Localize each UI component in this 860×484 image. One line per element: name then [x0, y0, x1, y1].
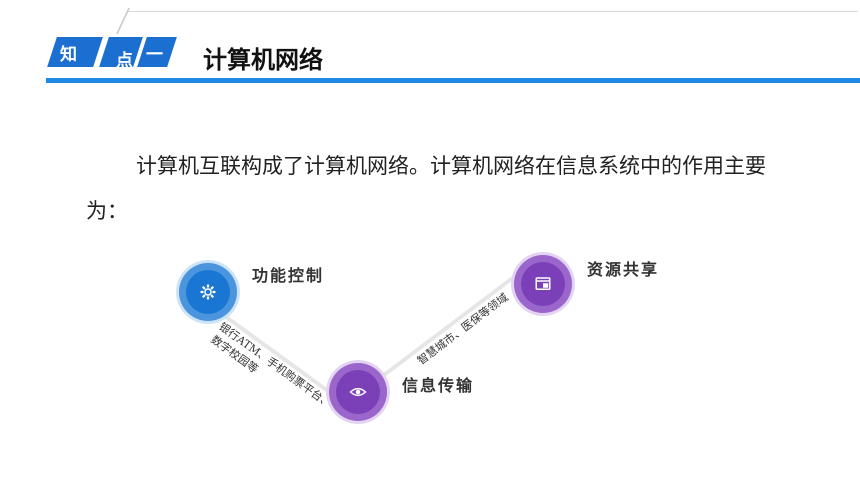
badge-char: 点 — [116, 51, 133, 71]
page-title: 计算机网络 — [203, 46, 323, 74]
connector-right — [370, 275, 516, 386]
node-label: 功能控制 — [252, 266, 325, 285]
badge-char: 一 — [146, 45, 163, 65]
node-label: 资源共享 — [587, 260, 660, 279]
body-paragraph: 计算机互联构成了计算机网络。计算机网络在信息系统中的作用主要为： — [86, 154, 766, 223]
node-resource-sharing — [511, 252, 575, 316]
eye-icon — [335, 369, 381, 415]
node-label: 信息传输 — [402, 376, 475, 395]
header-decoration-slash — [115, 8, 131, 34]
connector-right-label: 智慧城市、医保等领域 — [415, 290, 511, 368]
connector-left-label-1: 银行ATM、手机购票平台、 — [216, 320, 334, 411]
badge-char: 知 — [60, 45, 77, 65]
title-underline — [46, 78, 860, 83]
header-decoration-line — [128, 11, 858, 12]
gear-icon — [185, 269, 231, 315]
node-function-control — [176, 260, 240, 324]
node-information-transfer — [326, 360, 390, 424]
badge-char: 识 — [80, 39, 97, 59]
window-icon — [520, 261, 566, 307]
